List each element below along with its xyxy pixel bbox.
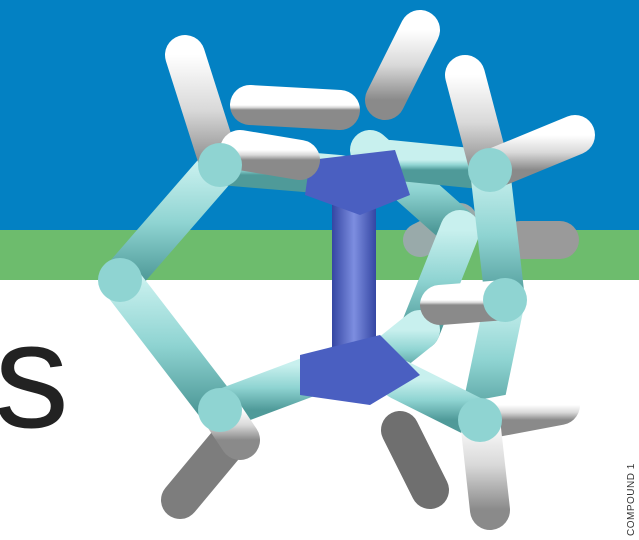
- carbon-atoms: [98, 143, 527, 442]
- heading-letter: s: [0, 291, 69, 459]
- compound-label: COMPOUND 1: [626, 463, 637, 536]
- nitrogen-atoms: [300, 150, 420, 405]
